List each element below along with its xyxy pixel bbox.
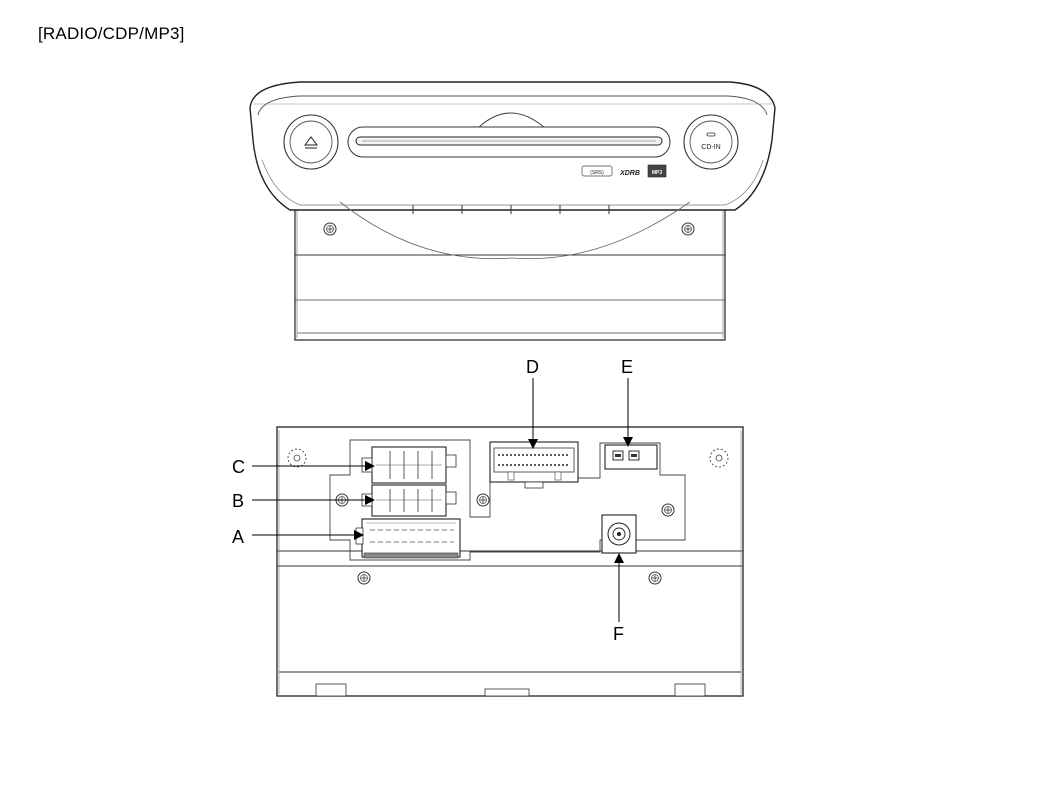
front-view: CD-IN (SRS) XDRB MP3 xyxy=(249,81,776,341)
cd-in-label: CD-IN xyxy=(701,144,720,151)
connector-c xyxy=(361,446,457,484)
screw-icon xyxy=(681,222,695,236)
callouts: C B A D E F xyxy=(232,357,633,644)
svg-text:(SRS): (SRS) xyxy=(590,170,604,176)
callout-label-c: C xyxy=(232,457,245,477)
screw-icon xyxy=(661,503,675,517)
callout-label-a: A xyxy=(232,527,244,547)
callout-label-d: D xyxy=(526,357,539,377)
connector-e xyxy=(604,444,658,470)
svg-text:XDRB: XDRB xyxy=(619,170,640,177)
eject-button xyxy=(283,114,339,170)
rear-panel-outline xyxy=(329,439,686,561)
connector-d xyxy=(489,441,579,489)
connector-b xyxy=(361,484,457,517)
logo-badges: (SRS) XDRB MP3 xyxy=(581,164,667,178)
screw-icon xyxy=(648,571,662,585)
screw-icon xyxy=(476,493,490,507)
svg-text:MP3: MP3 xyxy=(652,170,663,176)
cd-slot-arc xyxy=(477,112,546,129)
screw-icon xyxy=(323,222,337,236)
diagram-title: [RADIO/CDP/MP3] xyxy=(38,24,185,43)
connector-a xyxy=(355,518,461,559)
callout-label-f: F xyxy=(613,624,624,644)
chassis-box xyxy=(294,194,726,341)
callout-label-e: E xyxy=(621,357,633,377)
screw-icon xyxy=(357,571,371,585)
cd-in-button: CD-IN xyxy=(683,114,739,170)
rear-view xyxy=(276,426,744,697)
callout-label-b: B xyxy=(232,491,244,511)
connector-f xyxy=(601,514,637,554)
